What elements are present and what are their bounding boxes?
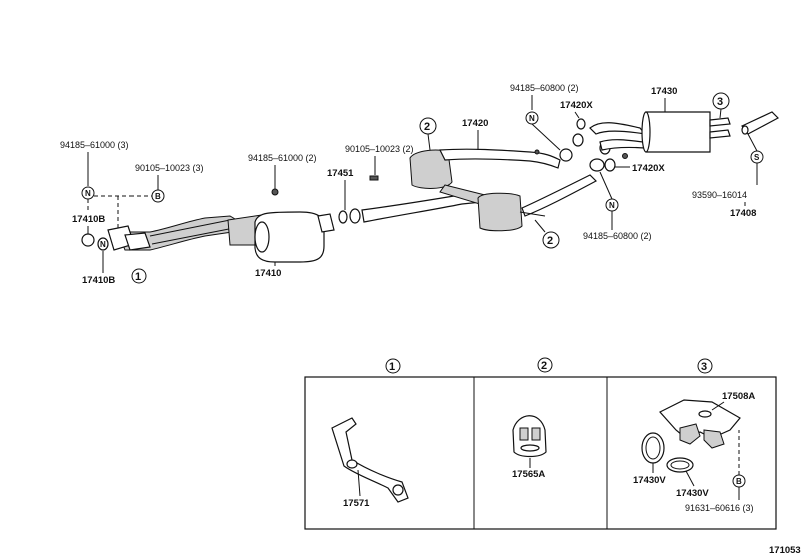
center-pipe-assembly[interactable] — [361, 148, 597, 232]
label-17430: 17430 — [651, 86, 677, 97]
label-94185-61000-3: 94185–61000 (3) — [60, 140, 129, 150]
diagram-number: 171053 — [769, 545, 801, 556]
label-17408: 17408 — [730, 208, 756, 219]
svg-text:3: 3 — [717, 96, 723, 108]
label-91631-60616: 91631–60616 (3) — [685, 503, 754, 513]
inset-callout-3: 3 — [697, 358, 713, 374]
tail-pipe-extension[interactable] — [741, 111, 779, 135]
gaskets-17420X[interactable] — [559, 118, 616, 172]
label-17420X-lower: 17420X — [632, 163, 665, 174]
label-17410B-upper: 17410B — [72, 214, 105, 225]
symbol-N-top: N — [525, 111, 539, 125]
svg-text:B: B — [155, 192, 161, 201]
fastener-marks — [271, 149, 628, 196]
label-17430V-left: 17430V — [633, 475, 666, 486]
symbol-B-inset: B — [732, 474, 746, 488]
svg-text:B: B — [736, 477, 742, 486]
svg-text:1: 1 — [389, 361, 395, 373]
svg-text:N: N — [100, 240, 106, 249]
svg-text:N: N — [529, 114, 535, 123]
tail-pipe-muffler[interactable] — [589, 111, 731, 153]
callout-1-main: 1 — [131, 268, 147, 284]
svg-text:3: 3 — [701, 361, 707, 373]
label-17571: 17571 — [343, 498, 370, 509]
svg-text:S: S — [754, 153, 760, 162]
svg-text:N: N — [609, 201, 615, 210]
callout-2-upper: 2 — [419, 117, 437, 135]
label-17420X-upper: 17420X — [560, 100, 593, 111]
gasket-17410B-2[interactable] — [97, 237, 109, 251]
callout-3-main: 3 — [712, 92, 730, 110]
label-17420: 17420 — [462, 118, 488, 129]
gasket-17451[interactable] — [338, 208, 361, 224]
label-90105-10023-2: 90105–10023 (2) — [345, 144, 414, 154]
svg-text:2: 2 — [541, 360, 547, 372]
inset-callout-1: 1 — [385, 358, 401, 374]
symbol-N-left: N — [81, 186, 95, 200]
svg-text:2: 2 — [547, 235, 553, 247]
front-pipe-assembly[interactable] — [107, 215, 241, 251]
label-17508A: 17508A — [722, 391, 755, 402]
label-90105-10023-3: 90105–10023 (3) — [135, 163, 204, 173]
bracket-17571[interactable] — [331, 417, 409, 503]
callout-2-lower: 2 — [542, 231, 560, 249]
label-17410: 17410 — [255, 268, 281, 279]
label-94185-60800-top: 94185–60800 (2) — [510, 83, 579, 93]
bracket-17508A[interactable] — [659, 399, 741, 449]
inset-panel — [304, 376, 777, 530]
catalytic-converter[interactable] — [227, 211, 335, 263]
gasket-17410B-1[interactable] — [81, 233, 95, 247]
svg-text:1: 1 — [135, 271, 141, 283]
symbol-N-bottom: N — [605, 198, 619, 212]
svg-text:N: N — [85, 189, 91, 198]
label-17565A: 17565A — [512, 469, 545, 480]
gasket-17430V-2[interactable] — [666, 457, 694, 473]
symbol-B-left: B — [151, 189, 165, 203]
label-17410B-lower: 17410B — [82, 275, 115, 286]
hanger-17565A[interactable] — [512, 415, 547, 458]
label-94185-60800-bot: 94185–60800 (2) — [583, 231, 652, 241]
label-94185-61000-2: 94185–61000 (2) — [248, 153, 317, 163]
label-17451: 17451 — [327, 168, 354, 179]
inset-callout-2: 2 — [537, 357, 553, 373]
symbol-S: S — [750, 150, 764, 164]
label-17430V-right: 17430V — [676, 488, 709, 499]
label-93590-16014: 93590–16014 — [692, 190, 747, 200]
svg-text:2: 2 — [424, 121, 430, 133]
